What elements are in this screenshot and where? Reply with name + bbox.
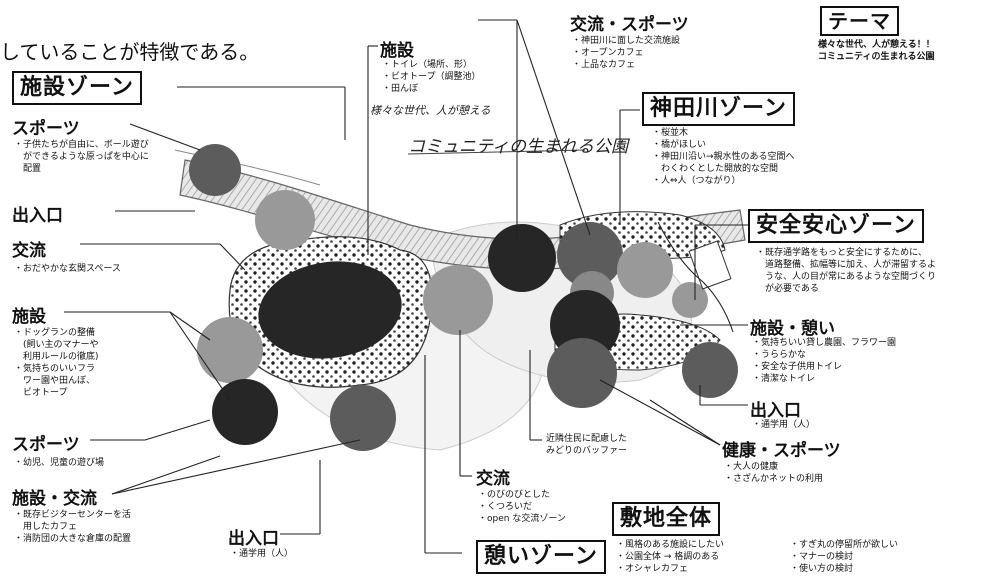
shikichi-col1-item-3: ・オシャレカフェ xyxy=(616,564,689,574)
left-sports-item-1: ・子供たちが自由に、ボール遊び xyxy=(14,140,149,150)
kanda-item-3: ・神田川沿い→親水性のある空間へ xyxy=(652,152,795,162)
left-shisetsu-item-2: (飼い主のマナーや xyxy=(14,340,99,350)
left-sports2-head: スポーツ xyxy=(12,435,80,455)
bottom-entrance-head: 出入口 xyxy=(228,529,279,549)
left-shisetsu-koryu-item-3: ・消防団の大きな倉庫の配置 xyxy=(14,534,132,544)
top-shisetsu-head: 施設 xyxy=(380,41,414,61)
zone-kandagawa-title: 神田川ゾーン xyxy=(642,92,795,126)
anzen-item-4: が必要である xyxy=(756,284,819,294)
shikichi-col2-item-2: ・マナーの検討 xyxy=(790,552,854,562)
left-shisetsu-koryu-item-2: 用したカフェ xyxy=(14,522,78,532)
top-koryu-item-2: ・オープンカフェ xyxy=(572,48,644,58)
left-shisetsu-item-5: ワー園や田んぼ、 xyxy=(14,376,96,386)
theme-line-2: コミュニティの生まれる公園 xyxy=(818,52,935,62)
right-shisetsu-ikoi-item-1: ・気持ちいい貸し農園、フラワー園 xyxy=(752,338,897,348)
kanda-item-1: ・桜並木 xyxy=(652,128,689,138)
left-shisetsu-koryu-head: 施設・交流 xyxy=(12,489,97,509)
anzen-item-3: うな、人の目が常にあるような空間づくり xyxy=(756,272,937,282)
bottom-koryu-item-2: ・くつろいだ xyxy=(478,502,533,512)
shikichi-col2-item-3: ・使い方の検討 xyxy=(790,564,854,574)
right-kenko-item-2: ・さざんかネットの利用 xyxy=(724,474,824,484)
right-entrance-item-1: ・通学用（人） xyxy=(752,420,816,430)
top-shisetsu-item-3: ・田んぼ xyxy=(382,84,419,94)
right-kenko-head: 健康・スポーツ xyxy=(722,441,841,461)
handwriting-line-1: 様々な世代、人が憩える xyxy=(370,104,491,117)
zone-ikoi-title: 憩いゾーン xyxy=(476,540,606,574)
zone-shikichi-title: 敷地全体 xyxy=(612,502,721,536)
intro-text: していることが特徴である。 xyxy=(0,40,260,64)
anzen-item-1: ・既存通学路をもっと安全にするために、 xyxy=(756,248,927,258)
left-koryu-head: 交流 xyxy=(12,241,46,261)
bottom-entrance-item-1: ・通学用（人） xyxy=(230,549,294,559)
left-entrance-head: 出入口 xyxy=(12,206,63,226)
right-shisetsu-ikoi-item-3: ・安全な子供用トイレ xyxy=(752,362,843,372)
shikichi-col2-item-1: ・すぎ丸の停留所が欲しい xyxy=(790,540,899,550)
left-sports-item-2: ができるような原っぱを中心に xyxy=(14,152,149,162)
buffer-line-1: 近隣住民に配慮した xyxy=(546,434,628,444)
left-shisetsu-head: 施設 xyxy=(12,307,46,327)
right-kenko-item-1: ・大人の健康 xyxy=(724,462,779,472)
top-koryu-head: 交流・スポーツ xyxy=(570,15,689,35)
zone-anzen-title: 安全安心ゾーン xyxy=(748,209,924,243)
handwriting-line-2: コミュニティの生まれる公園 xyxy=(408,137,628,157)
right-shisetsu-ikoi-item-2: ・うららかな xyxy=(752,350,807,360)
bottom-koryu-item-3: ・open な交流ゾーン xyxy=(478,514,566,524)
top-shisetsu-item-1: ・トイレ（場所、形） xyxy=(382,60,473,70)
right-shisetsu-ikoi-head: 施設・憩い xyxy=(750,319,835,339)
left-koryu-item-1: ・おだやかな玄関スペース xyxy=(14,264,121,274)
top-koryu-item-1: ・神田川に面した交流施設 xyxy=(572,36,681,46)
kanda-item-2: ・橋がほしい xyxy=(652,140,707,150)
theme-line-1: 様々な世代、人が憩える！！ xyxy=(818,40,935,50)
zone-shisetsu-title: 施設ゾーン xyxy=(12,71,142,105)
shikichi-col1-item-1: ・風格のある施設にしたい xyxy=(616,540,725,550)
anzen-item-2: 道路整備、拡幅等に加え、人が滞留するよ xyxy=(756,260,937,270)
bottom-koryu-item-1: ・のびのびとした xyxy=(478,490,551,500)
right-shisetsu-ikoi-item-4: ・清潔なトイレ xyxy=(752,374,816,384)
left-shisetsu-item-1: ・ドッグランの整備 xyxy=(14,328,96,338)
left-sports-head: スポーツ xyxy=(12,119,80,139)
kanda-item-4: わくわくとした開放的な空間 xyxy=(652,164,779,174)
left-shisetsu-item-3: 利用ルールの徹底) xyxy=(14,352,99,362)
left-sports2-item-1: ・幼児、児童の遊び場 xyxy=(14,458,105,468)
left-shisetsu-item-6: ビオトープ xyxy=(14,388,68,398)
kanda-item-5: ・人⇔人（つながり） xyxy=(652,176,741,186)
buffer-line-2: みどりのバッファー xyxy=(546,446,628,456)
bottom-koryu-head: 交流 xyxy=(476,469,510,489)
right-entrance-head: 出入口 xyxy=(750,401,801,421)
shikichi-col1-item-2: ・公園全体 → 格調のある xyxy=(616,552,720,562)
top-shisetsu-item-2: ・ビオトープ（調整池） xyxy=(382,72,481,82)
top-koryu-item-3: ・上品なカフェ xyxy=(572,60,636,70)
left-shisetsu-item-4: ・気持ちのいいフラ xyxy=(14,364,96,374)
left-shisetsu-koryu-item-1: ・既存ビジターセンターを活 xyxy=(14,510,131,520)
theme-title: テーマ xyxy=(820,6,899,36)
left-sports-item-3: 配置 xyxy=(14,164,42,174)
